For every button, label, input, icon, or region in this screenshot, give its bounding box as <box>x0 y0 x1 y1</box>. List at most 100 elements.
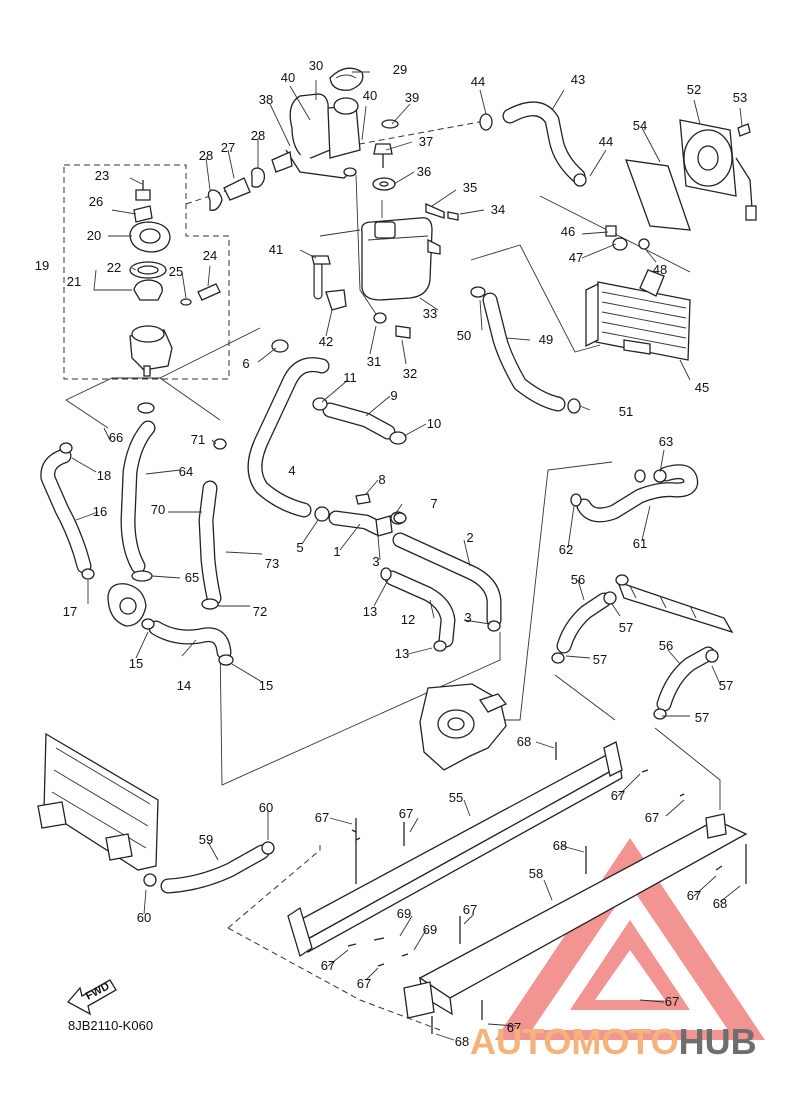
callout-33: 33 <box>423 306 437 321</box>
callout-57: 57 <box>593 652 607 667</box>
callout-67: 67 <box>687 888 701 903</box>
callout-60: 60 <box>137 910 151 925</box>
callout-31: 31 <box>367 354 381 369</box>
callout-23: 23 <box>95 168 109 183</box>
callout-67: 67 <box>645 810 659 825</box>
leader-57 <box>554 674 721 810</box>
callout-34: 34 <box>491 202 505 217</box>
callout-2: 2 <box>466 530 473 545</box>
callout-1: 1 <box>333 544 340 559</box>
callout-41: 41 <box>269 242 283 257</box>
callout-10: 10 <box>427 416 441 431</box>
leader-hose6 <box>159 327 261 379</box>
callout-48: 48 <box>653 262 667 277</box>
watermark-part1: AUTOMOTO <box>470 1021 679 1062</box>
callout-21: 21 <box>67 274 81 289</box>
callout-25: 25 <box>169 264 183 279</box>
callout-68: 68 <box>553 838 567 853</box>
watermark-text: AUTOMOTOHUB <box>470 1021 757 1062</box>
misc-fittings <box>355 493 407 537</box>
thermostat-assembly <box>129 180 221 377</box>
callout-70: 70 <box>151 502 165 517</box>
callout-71: 71 <box>191 432 205 447</box>
callout-11: 11 <box>343 370 357 385</box>
callout-8: 8 <box>378 472 385 487</box>
callout-69: 69 <box>423 922 437 937</box>
callout-56: 56 <box>659 638 673 653</box>
callout-62: 62 <box>559 542 573 557</box>
callout-68: 68 <box>455 1034 469 1049</box>
callout-60: 60 <box>259 800 273 815</box>
callout-28: 28 <box>199 148 213 163</box>
leader-waterpump <box>219 632 501 786</box>
callout-35: 35 <box>463 180 477 195</box>
callout-69: 69 <box>397 906 411 921</box>
callout-3: 3 <box>464 610 471 625</box>
diagram-code: 8JB2110-K060 <box>68 1018 153 1033</box>
frame-rail-55 <box>287 741 623 958</box>
callout-73: 73 <box>265 556 279 571</box>
callout-9: 9 <box>390 388 397 403</box>
radiator-cap <box>329 67 364 91</box>
callout-5: 5 <box>296 540 303 555</box>
callout-24: 24 <box>203 248 217 263</box>
radiator-fan-assembly <box>625 119 757 231</box>
callout-36: 36 <box>417 164 431 179</box>
callout-labels: 1 2 3 3 4 5 6 7 8 9 10 11 12 13 13 14 15… <box>35 58 747 1049</box>
callout-59: 59 <box>199 832 213 847</box>
callout-50: 50 <box>457 328 471 343</box>
callout-52: 52 <box>687 82 701 97</box>
left-radiator-frame <box>37 732 159 871</box>
callout-44: 44 <box>471 74 485 89</box>
callout-6: 6 <box>242 356 249 371</box>
callout-67: 67 <box>507 1020 521 1035</box>
callout-19: 19 <box>35 258 49 273</box>
callout-67: 67 <box>665 994 679 1009</box>
callout-53: 53 <box>733 90 747 105</box>
tank-fittings <box>311 255 411 339</box>
leader-pump-hose61 <box>505 461 613 721</box>
callout-45: 45 <box>695 380 709 395</box>
callout-57: 57 <box>619 620 633 635</box>
tank-leaders <box>319 174 383 321</box>
callout-14: 14 <box>177 678 191 693</box>
callout-17: 17 <box>63 604 77 619</box>
leader-dashed-bottom <box>227 845 441 1031</box>
callout-16: 16 <box>93 504 107 519</box>
callout-40: 40 <box>363 88 377 103</box>
hose-27-clamps-28 <box>207 151 293 211</box>
callout-49: 49 <box>539 332 553 347</box>
callout-72: 72 <box>253 604 267 619</box>
callout-55: 55 <box>449 790 463 805</box>
callout-46: 46 <box>561 224 575 239</box>
callout-67: 67 <box>357 976 371 991</box>
callout-64: 64 <box>179 464 193 479</box>
callout-37: 37 <box>419 134 433 149</box>
thermostat-group-box <box>63 164 230 380</box>
callout-65: 65 <box>185 570 199 585</box>
hoses <box>40 101 716 894</box>
hose-clamps <box>59 113 719 887</box>
frame-rail-58 <box>403 813 748 1019</box>
callout-39: 39 <box>405 90 419 105</box>
callout-66: 66 <box>109 430 123 445</box>
callout-13: 13 <box>395 646 409 661</box>
callout-26: 26 <box>89 194 103 209</box>
callout-20: 20 <box>87 228 101 243</box>
callout-28: 28 <box>251 128 265 143</box>
watermark-logo <box>495 838 765 1040</box>
oil-cooler-pipe <box>615 574 734 634</box>
callout-43: 43 <box>571 72 585 87</box>
reservoir-valve-15-17 <box>107 583 147 627</box>
callout-3: 3 <box>372 554 379 569</box>
callout-67: 67 <box>321 958 335 973</box>
callout-4: 4 <box>288 463 295 478</box>
misc-small-parts <box>372 119 459 221</box>
fasteners <box>347 742 747 1034</box>
callout-13: 13 <box>363 604 377 619</box>
callout-67: 67 <box>611 788 625 803</box>
callout-68: 68 <box>517 734 531 749</box>
callout-51: 51 <box>619 404 633 419</box>
